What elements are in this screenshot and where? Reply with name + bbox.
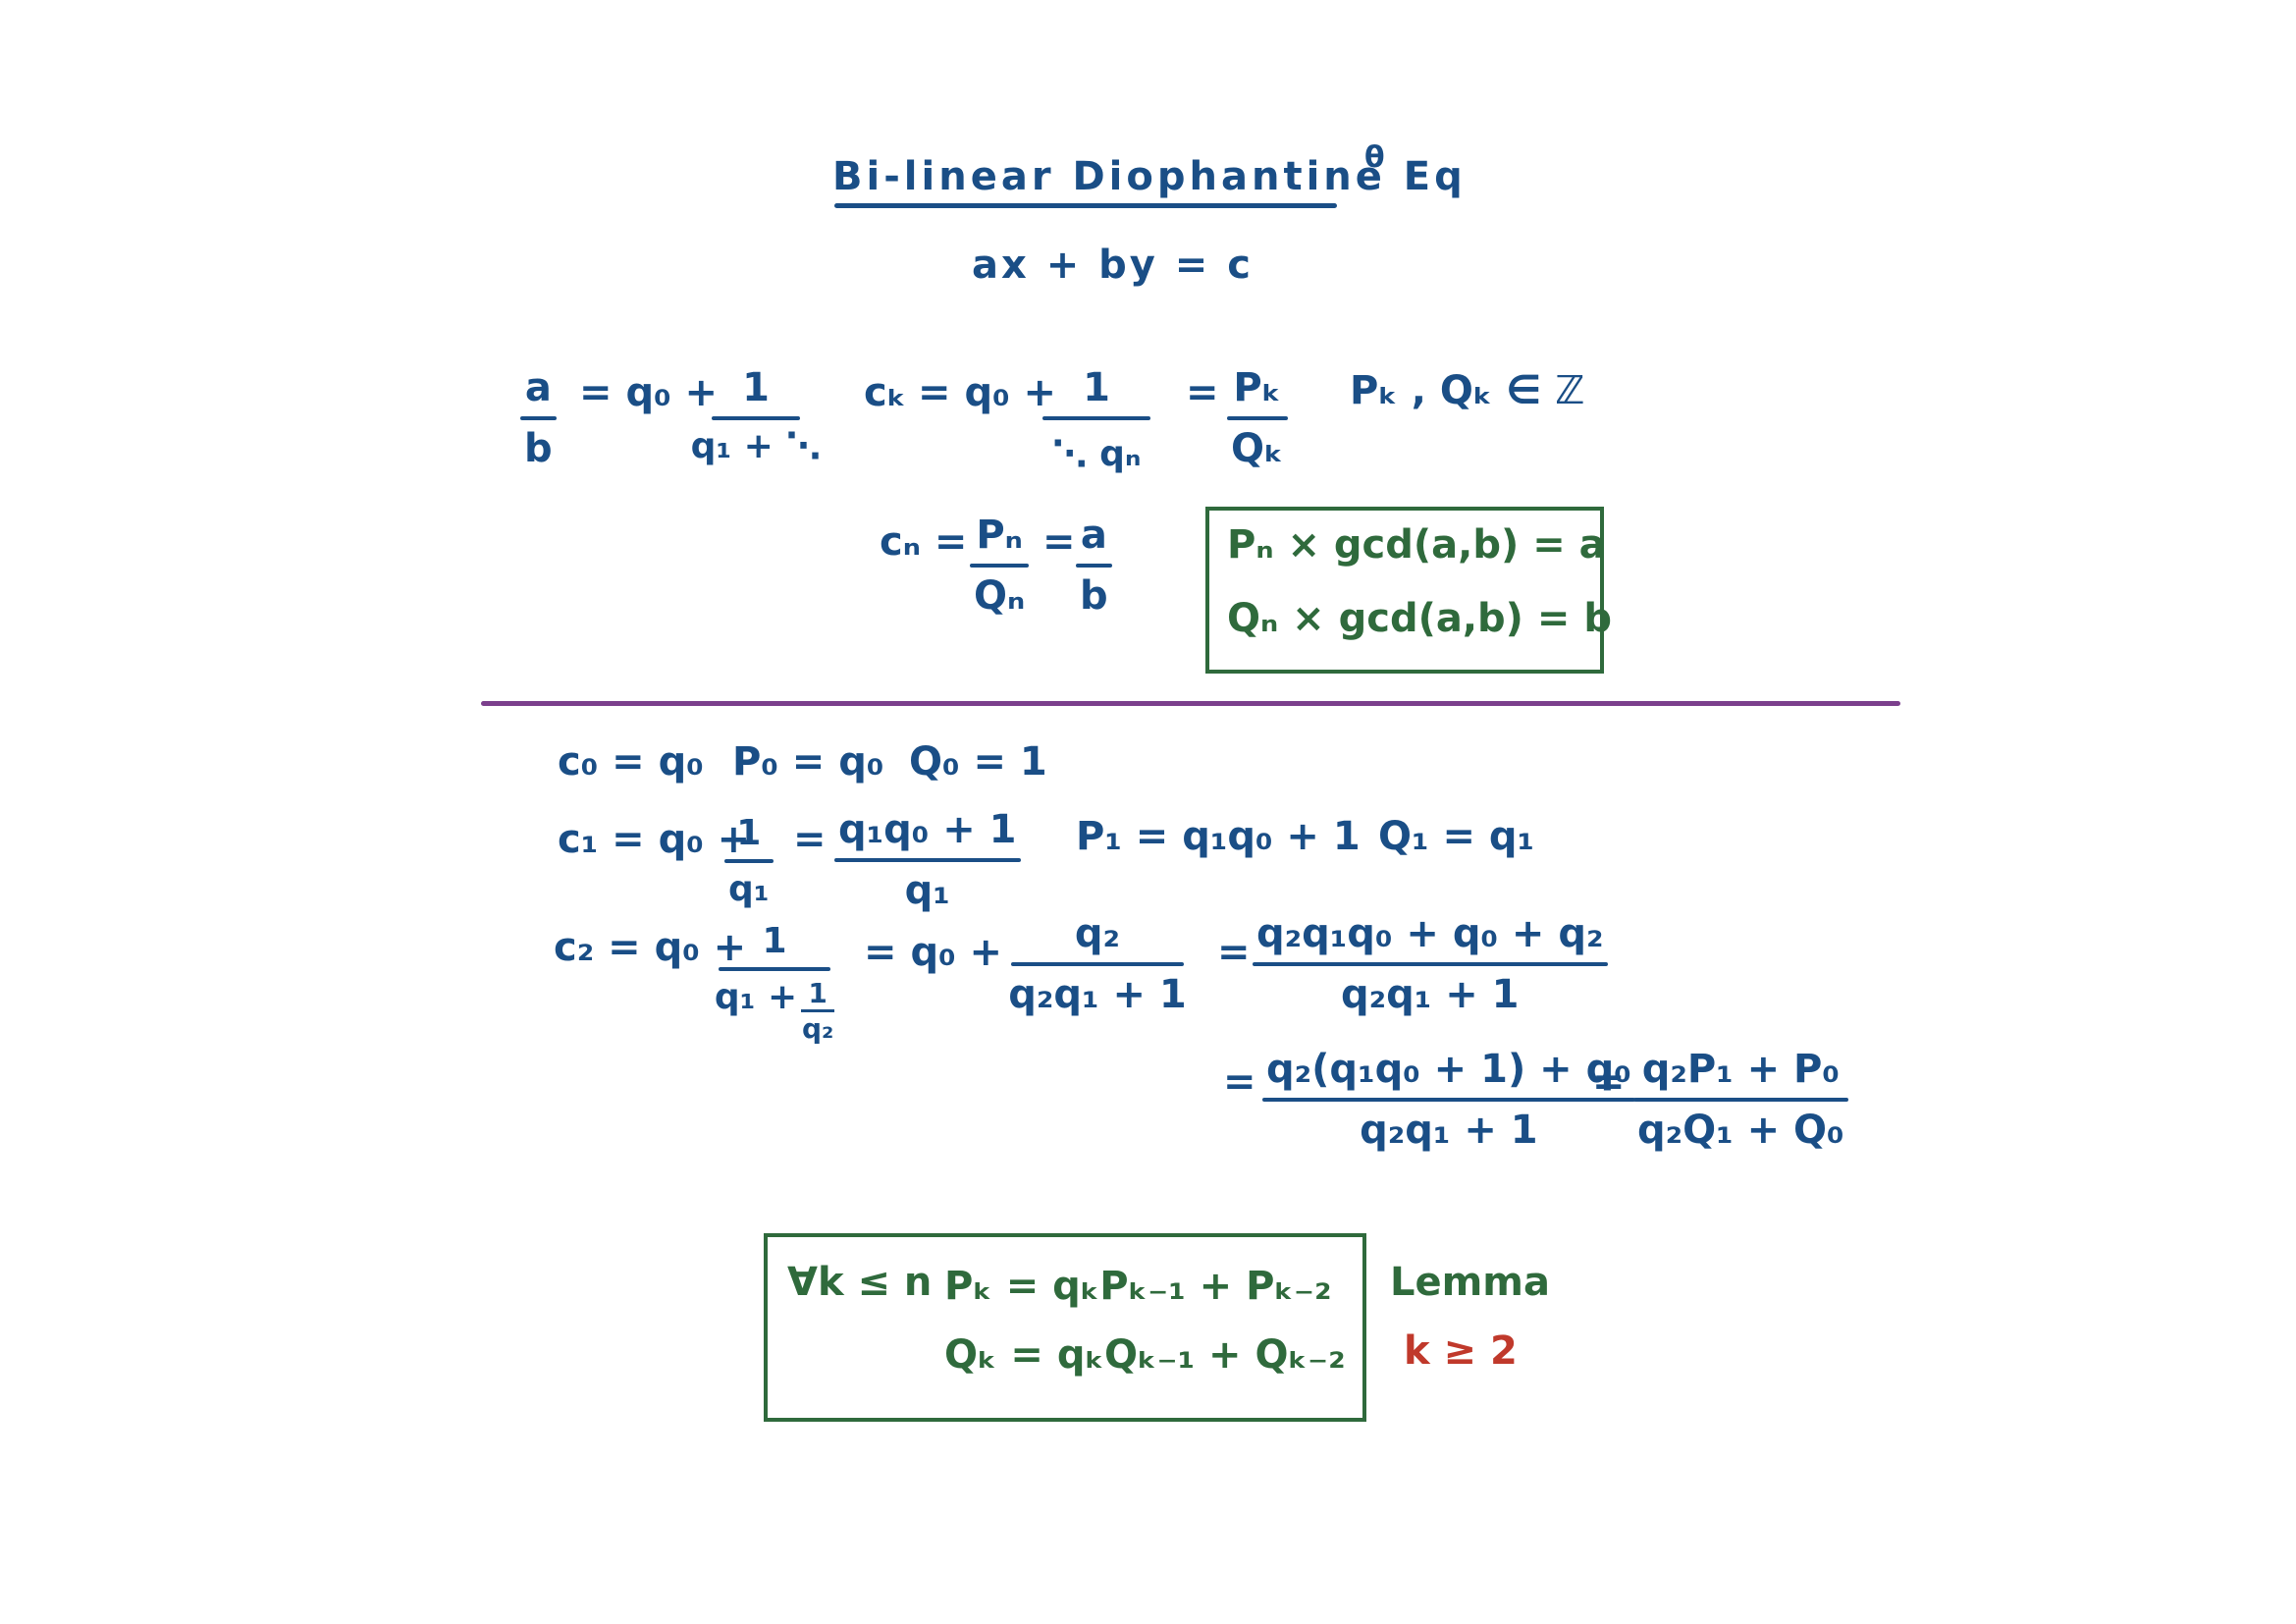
gcd-line-1: Pₙ × gcd(a,b) = a: [1227, 522, 1606, 568]
main-equation: ax + by = c: [972, 243, 1254, 288]
p0-definition: P₀ = q₀: [732, 739, 884, 785]
fraction-bar: [719, 967, 830, 971]
fraction-numerator: 1: [1083, 365, 1110, 410]
fraction-bar: [1633, 1098, 1848, 1102]
title-superscript: θ: [1364, 140, 1385, 175]
fraction-denominator: q₂q₁ + 1: [1340, 972, 1520, 1017]
lemma-condition: k ≥ 2: [1404, 1328, 1518, 1374]
fraction-numerator: a: [524, 365, 552, 410]
c1-label: c₁ = q₀ +: [558, 817, 751, 862]
fraction-a-over-b: a b: [520, 365, 557, 471]
fraction-denominator: b: [524, 426, 553, 471]
lemma-line-2: Qₖ = qₖQₖ₋₁ + Qₖ₋₂: [944, 1332, 1346, 1378]
fraction-c2-step2: q₂ q₂q₁ + 1: [1008, 911, 1187, 1017]
fraction-denominator: ⋱ qₙ: [1051, 434, 1142, 474]
fraction-bar: [970, 564, 1030, 568]
equals-sign: =: [1042, 519, 1076, 565]
fraction-bar: [724, 859, 774, 863]
fraction-bar: [1076, 564, 1112, 568]
fraction-bar: [1011, 962, 1184, 966]
denominator-q1-plus: q₁ +: [714, 977, 798, 1017]
lemma-label: Lemma: [1390, 1260, 1550, 1305]
fraction-c2-recurrence: q₂P₁ + P₀ q₂Q₁ + Q₀: [1633, 1047, 1848, 1153]
fraction-a-over-b-2: a b: [1076, 513, 1112, 619]
lemma-box: [764, 1233, 1366, 1422]
fraction-pn-over-qn: Pₙ Qₙ: [970, 513, 1030, 619]
fraction-bar: [1227, 416, 1288, 420]
fraction-numerator: q₂P₁ + P₀: [1641, 1047, 1840, 1092]
fraction-denominator: q₂Q₁ + Q₀: [1637, 1108, 1844, 1153]
ck-q0-plus: = q₀ +: [918, 370, 1057, 415]
equals-sign: =: [1217, 930, 1251, 975]
q1-definition: Q₁ = q₁: [1378, 814, 1535, 859]
fraction-denominator: q₁: [728, 869, 770, 909]
nested-fraction: 1 q₂: [801, 977, 835, 1045]
fraction-ck: 1 ⋱ qₙ: [1042, 365, 1150, 474]
pk-qk-integers: Pₖ , Qₖ ∈ ℤ: [1350, 368, 1585, 413]
equals-sign-2: =: [1592, 1059, 1626, 1105]
fraction-numerator: q₁q₀ + 1: [838, 807, 1017, 852]
fraction-c2-step3: q₂q₁q₀ + q₀ + q₂ q₂q₁ + 1: [1253, 911, 1608, 1017]
q0-definition: Q₀ = 1: [909, 739, 1047, 785]
fraction-bar: [712, 416, 800, 420]
fraction-denominator: b: [1080, 573, 1108, 619]
fraction-c2-nested: 1 q₁ + 1 q₂: [715, 921, 835, 1045]
fraction-denominator: Qₖ: [1231, 426, 1284, 471]
ck-label: cₖ: [864, 370, 907, 415]
section-divider: [481, 701, 1900, 706]
fraction-denominator: q₁ + 1 q₂: [711, 971, 838, 1045]
fraction-numerator: 1: [736, 813, 762, 853]
page-title: Bi-linear Diophantine Eq: [832, 154, 1467, 199]
fraction-bar: [520, 416, 557, 420]
fraction-numerator: q₂: [1074, 911, 1121, 956]
fraction-numerator: a: [1080, 513, 1107, 558]
equals-sign: =: [1223, 1059, 1256, 1105]
fraction-bar: [1253, 962, 1608, 966]
equals-sign: =: [793, 817, 827, 862]
nested-denominator: q₂: [801, 1012, 834, 1045]
fraction-denominator: q₁ + ⋱: [690, 426, 822, 466]
c2-q0-plus: = q₀ +: [864, 930, 1003, 975]
fraction-bar: [1042, 416, 1150, 420]
c0-definition: c₀ = q₀: [558, 739, 704, 785]
fraction-1-over-q1: 1 q₁ + ⋱: [691, 365, 822, 466]
p1-definition: P₁ = q₁q₀ + 1: [1076, 814, 1361, 859]
c2-label: c₂ = q₀ +: [554, 925, 747, 970]
title-underline: [834, 203, 1337, 208]
nested-fraction-bar: [801, 1009, 835, 1012]
fraction-c2-step4: q₂(q₁q₀ + 1) + q₀ q₂q₁ + 1: [1262, 1047, 1635, 1153]
cf-q0-plus: = q₀ +: [579, 370, 719, 415]
fraction-c1-result: q₁q₀ + 1 q₁: [834, 807, 1021, 913]
fraction-pk-over-qk: Pₖ Qₖ: [1227, 365, 1288, 471]
fraction-denominator: q₂q₁ + 1: [1360, 1108, 1538, 1153]
fraction-bar: [834, 858, 1021, 862]
nested-numerator: 1: [808, 977, 828, 1009]
fraction-denominator: q₁: [904, 868, 950, 913]
lemma-line-1: Pₖ = qₖPₖ₋₁ + Pₖ₋₂: [944, 1264, 1332, 1309]
gcd-box: [1205, 507, 1604, 674]
fraction-numerator: 1: [742, 365, 770, 410]
fraction-numerator: Pₖ: [1233, 365, 1282, 410]
cn-label: cₙ =: [880, 519, 968, 565]
fraction-1-over-q1-c1: 1 q₁: [724, 813, 774, 909]
equals-sign: =: [1186, 370, 1219, 415]
fraction-numerator: q₂q₁q₀ + q₀ + q₂: [1256, 911, 1604, 956]
gcd-line-2: Qₙ × gcd(a,b) = b: [1227, 596, 1612, 641]
fraction-numerator: q₂(q₁q₀ + 1) + q₀: [1266, 1047, 1631, 1092]
lemma-forall: ∀k ≤ n: [787, 1260, 933, 1305]
fraction-bar: [1262, 1098, 1635, 1102]
fraction-denominator: q₂q₁ + 1: [1008, 972, 1187, 1017]
fraction-numerator: 1: [762, 921, 787, 961]
fraction-denominator: Qₙ: [974, 573, 1026, 619]
fraction-numerator: Pₙ: [976, 513, 1023, 558]
